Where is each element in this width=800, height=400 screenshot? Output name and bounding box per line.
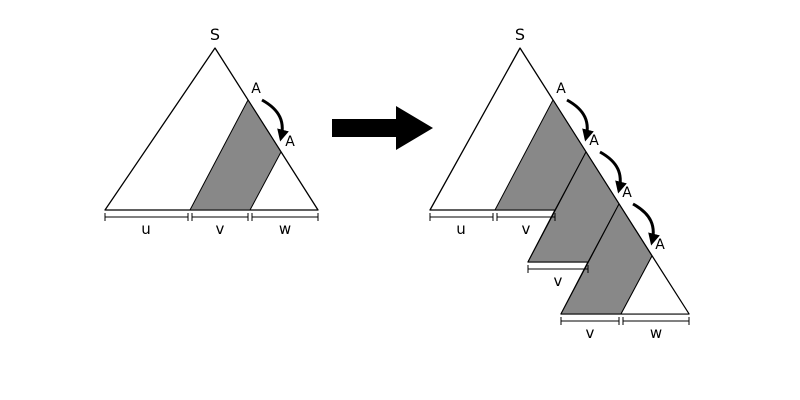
left-parse-tree: S A A u v w bbox=[104, 25, 319, 238]
transform-arrow bbox=[332, 106, 433, 150]
left-root-label: S bbox=[210, 25, 220, 44]
left-segment-label-v: v bbox=[216, 220, 225, 238]
right-base3-label-v: v bbox=[586, 324, 595, 342]
right-base1-label-u: u bbox=[456, 220, 466, 238]
right-pump-arrow-3 bbox=[632, 202, 660, 246]
left-nonterminal-label-1: A bbox=[285, 134, 295, 150]
left-segment-label-w: w bbox=[279, 220, 291, 238]
left-measure-v bbox=[191, 213, 249, 221]
right-measure-base2-v bbox=[527, 265, 589, 273]
right-nonterminal-label-1: A bbox=[589, 133, 599, 149]
right-parse-tree: S A A A A u v v v w bbox=[429, 25, 690, 342]
right-inner-triangle-w bbox=[620, 255, 690, 315]
right-base2-label-v: v bbox=[554, 272, 563, 290]
left-shaded-band bbox=[189, 99, 282, 211]
right-base1-label-v: v bbox=[522, 220, 531, 238]
right-measure-base1-u bbox=[429, 213, 494, 221]
left-nonterminal-label-0: A bbox=[251, 81, 261, 97]
left-measure-u bbox=[104, 213, 189, 221]
right-nonterminal-label-0: A bbox=[556, 81, 566, 97]
right-root-label: S bbox=[515, 25, 525, 44]
right-measure-base3-v bbox=[560, 317, 620, 325]
right-base3-label-w: w bbox=[650, 324, 662, 342]
right-nonterminal-label-2: A bbox=[622, 185, 632, 201]
right-pump-arrow-1 bbox=[566, 98, 594, 142]
left-segment-label-u: u bbox=[141, 220, 151, 238]
right-pump-arrow-2 bbox=[599, 150, 627, 194]
left-measure-w bbox=[251, 213, 319, 221]
left-pump-arrow bbox=[261, 98, 289, 142]
right-measure-base1-v bbox=[496, 213, 556, 221]
right-nonterminal-label-3: A bbox=[655, 237, 665, 253]
right-measure-base3-w bbox=[622, 317, 690, 325]
